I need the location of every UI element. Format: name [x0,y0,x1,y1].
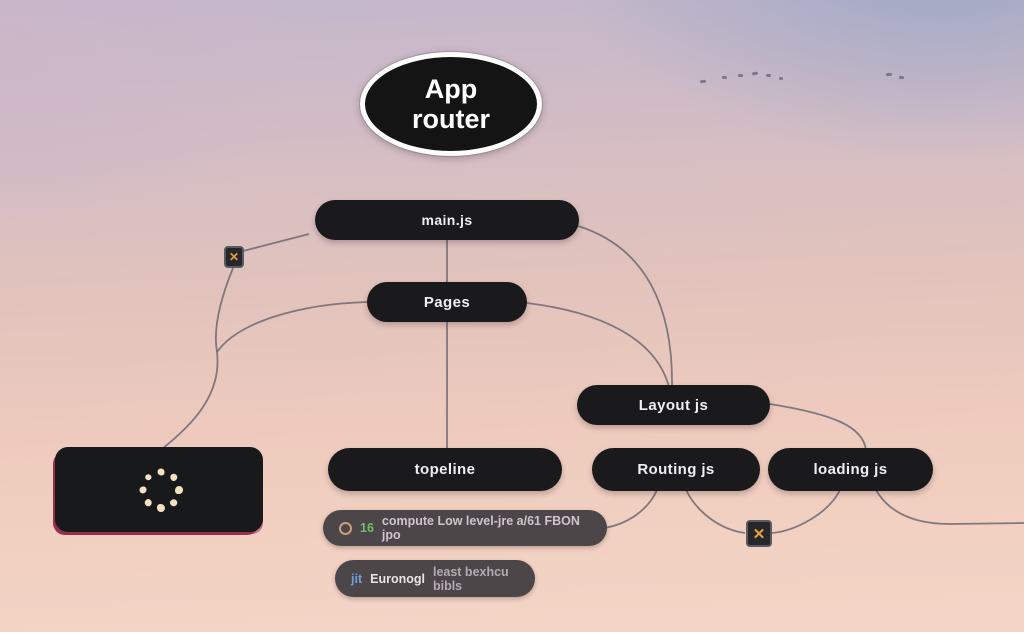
chip-jit-bold: Euronogl [370,571,425,586]
node-layout-js: Layout js [577,385,770,425]
node-pages-label: Pages [423,293,471,311]
wire-main-to-layout [577,225,673,388]
wire-loading-to-marker2 [771,489,841,534]
x-marker-icon: ✕ [224,246,244,268]
wire-main-to-marker1 [242,233,310,252]
wire-loading-to-edge [875,489,1024,525]
bird-speck [765,73,772,77]
node-layout-js-label: Layout js [638,396,709,414]
node-pages: Pages [367,282,527,322]
node-main-js: main.js [315,200,579,240]
node-main-js-label: main.js [421,212,473,228]
node-app-router-line1: App [424,73,478,104]
node-app-router-line2: router [411,104,490,134]
bird-speck [721,75,728,79]
node-loading-js-label: loading js [813,461,888,478]
chip-compute-text: compute Low level-jre a/61 FBON jpo [381,514,580,542]
chip-compute: 16 compute Low level-jre a/61 FBON jpo [323,510,607,546]
x-marker-glyph: ✕ [228,250,240,264]
wire-routing-to-marker2 [685,489,746,534]
wire-pages-to-merge [216,301,368,353]
node-routing-js: Routing js [592,448,760,491]
node-spinner-box [55,447,263,532]
bird-speck [738,74,743,77]
x-marker-icon: ✕ [746,520,772,547]
chip-jit-prefix: jit [351,571,363,586]
node-loading-js: loading js [768,448,933,491]
node-app-router: App router [360,52,542,156]
loading-spinner-icon [139,468,183,512]
wire-pages-to-layout [526,302,670,388]
node-topeline-label: topeline [414,461,476,478]
wire-marker1-to-spinner [161,267,234,450]
bird-speck [898,75,905,79]
node-topeline: topeline [328,448,562,491]
chip-jit: jit Euronogl least bexhcu bibls [335,560,535,597]
coin-icon [339,521,352,535]
x-marker-glyph: ✕ [752,525,766,543]
wire-layout-to-loading [769,403,867,451]
bird-speck [779,77,783,80]
chip-compute-badge: 16 [360,521,374,535]
node-routing-js-label: Routing js [637,461,715,478]
chip-jit-text: least bexhcu bibls [432,564,509,593]
wire-routing-to-chip1 [603,489,658,529]
